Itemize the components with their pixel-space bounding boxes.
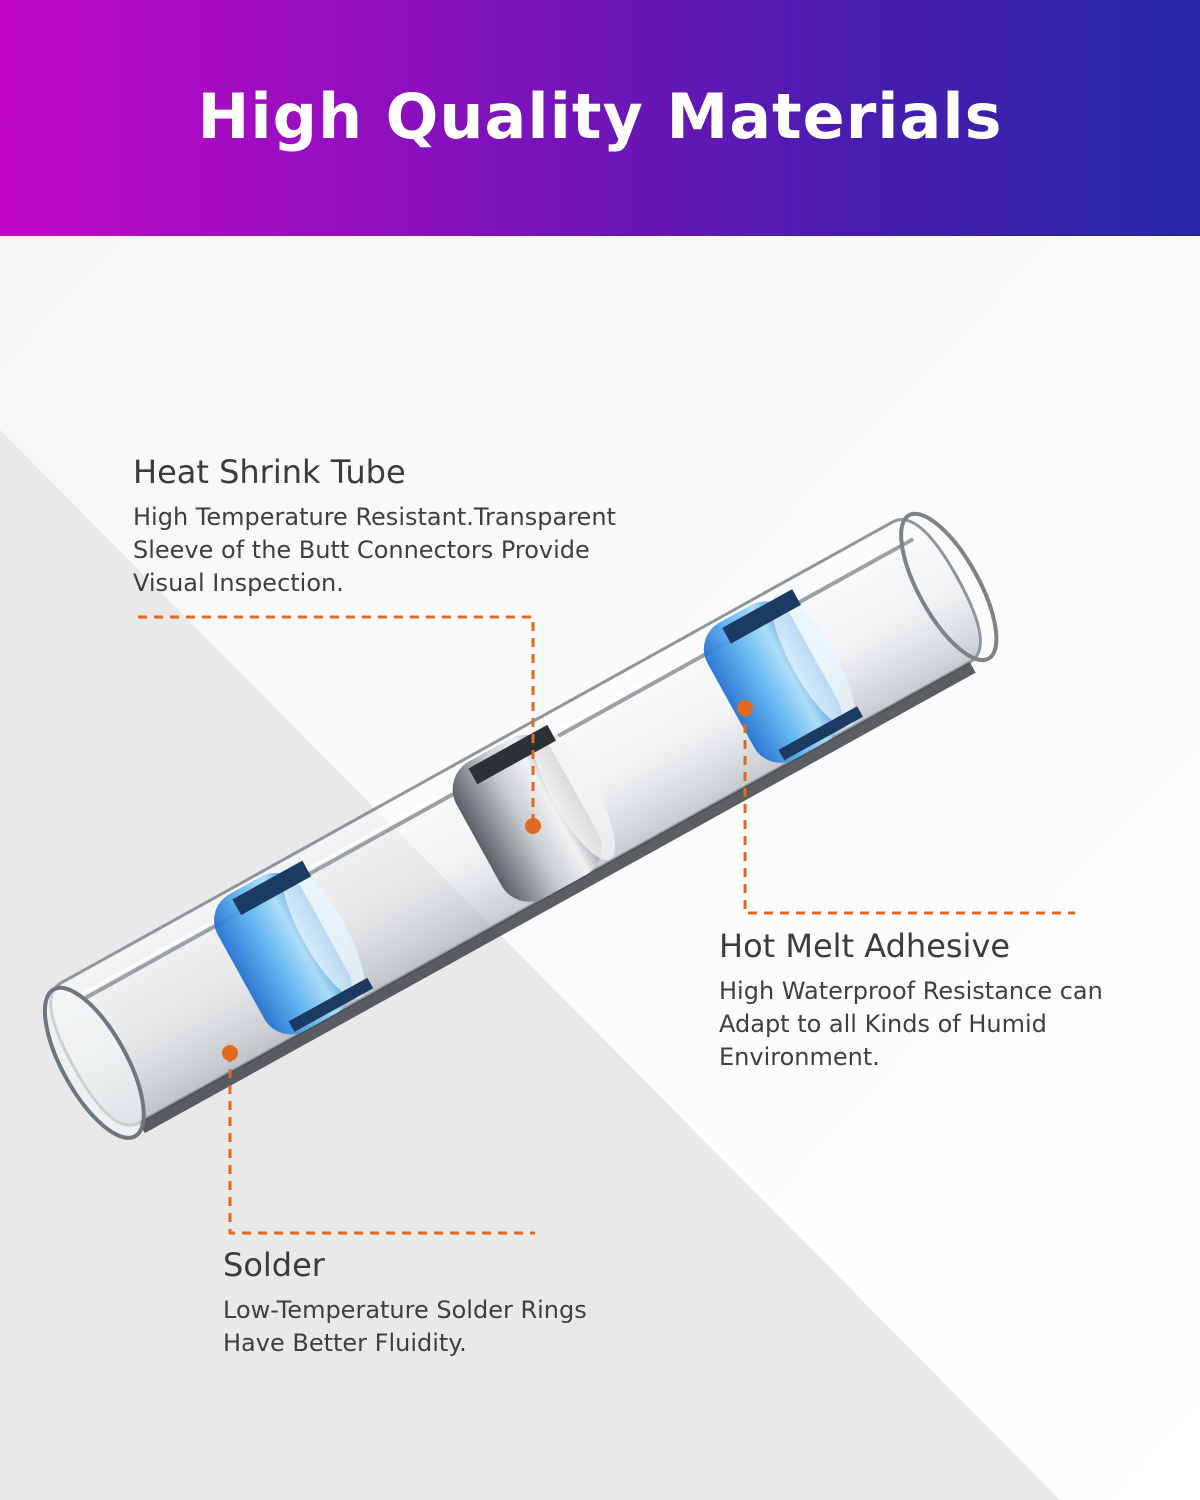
heat-shrink-tube [42, 511, 999, 1140]
callout-hot-melt-adhesive: Hot Melt Adhesive High Waterproof Resist… [719, 927, 1103, 1074]
tube-left-opening [42, 985, 146, 1140]
leader-line-heat-shrink [138, 615, 535, 826]
blue-ring-right [703, 589, 863, 763]
callout-title: Hot Melt Adhesive [719, 927, 1011, 965]
callout-description: High Waterproof Resistance can Adapt to … [719, 977, 1103, 1071]
marker-dot-hot-melt [737, 700, 753, 716]
callout-description: Low-Temperature Solder Rings Have Better… [223, 1296, 587, 1357]
leader-lines [138, 615, 1075, 1235]
blue-ring-left [214, 860, 374, 1035]
marker-dot-heat-shrink [525, 818, 541, 834]
callout-title: Heat Shrink Tube [133, 453, 406, 491]
marker-dot-solder [222, 1045, 238, 1061]
page-title: High Quality Materials [197, 79, 1003, 153]
callout-heat-shrink-tube: Heat Shrink Tube High Temperature Resist… [133, 453, 616, 600]
header-banner: High Quality Materials [0, 0, 1200, 236]
callout-title: Solder [223, 1246, 325, 1284]
callout-description: High Temperature Resistant.Transparent S… [133, 503, 616, 597]
tube-bottom-edge [138, 662, 976, 1134]
leader-line-solder [228, 1053, 535, 1235]
leader-line-hot-melt [743, 708, 1075, 915]
connector-illustration [0, 236, 1200, 1500]
silver-ring-center [452, 724, 616, 902]
product-illustration-area [0, 236, 1200, 1500]
callout-solder: Solder Low-Temperature Solder Rings Have… [223, 1246, 587, 1360]
tube-right-opening [899, 511, 999, 663]
